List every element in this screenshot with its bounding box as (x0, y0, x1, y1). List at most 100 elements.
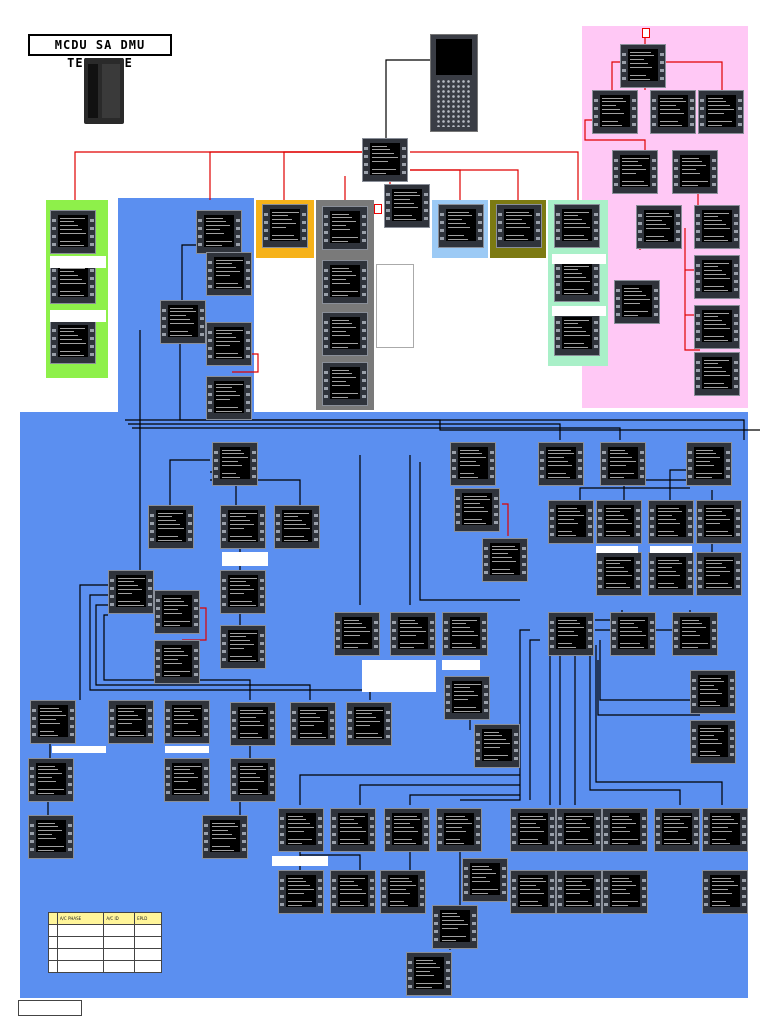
mcdu-screen-thumbnail (346, 702, 392, 746)
mcdu-screen-thumbnail (334, 612, 380, 656)
legend-row (48, 924, 162, 937)
mcdu-screen-thumbnail (686, 442, 732, 486)
mcdu-screen-thumbnail (154, 640, 200, 684)
marker-box (642, 28, 650, 38)
mcdu-screen-thumbnail (436, 808, 482, 852)
mcdu-device-image (430, 34, 478, 132)
mcdu-screen-thumbnail (672, 612, 718, 656)
legend-cell (103, 936, 136, 949)
mcdu-screen-thumbnail (694, 305, 740, 349)
mcdu-screen-thumbnail (482, 538, 528, 582)
legend-cell (56, 948, 105, 961)
marker-box (374, 204, 382, 214)
legend-cell (103, 948, 136, 961)
mcdu-screen-thumbnail (654, 808, 700, 852)
annotation-note (442, 660, 480, 670)
legend-cell (48, 924, 58, 937)
mcdu-screen-thumbnail (230, 702, 276, 746)
annotation-note (552, 306, 606, 316)
mcdu-screen-thumbnail (612, 150, 658, 194)
mcdu-screen-thumbnail (262, 204, 308, 248)
mcdu-screen-thumbnail (322, 260, 368, 304)
mcdu-screen-thumbnail (164, 758, 210, 802)
mcdu-screen-thumbnail (278, 870, 324, 914)
legend-header-cell: A/C PHASE (56, 912, 105, 925)
legend-cell (48, 960, 58, 973)
legend-header-row: A/C PHASE A/C ID EPLD (48, 912, 162, 925)
mcdu-screen-thumbnail (450, 442, 496, 486)
mcdu-screen-thumbnail (444, 676, 490, 720)
mcdu-screen-thumbnail (50, 210, 96, 254)
mcdu-screen-thumbnail (554, 204, 600, 248)
mcdu-screen-thumbnail (384, 184, 430, 228)
mcdu-screen-thumbnail (602, 870, 648, 914)
mcdu-screen-thumbnail (694, 352, 740, 396)
annotation-note (272, 856, 328, 866)
mcdu-screen-thumbnail (384, 808, 430, 852)
mcdu-screen-thumbnail (220, 570, 266, 614)
mcdu-screen-thumbnail (220, 505, 266, 549)
footer-note (18, 1000, 82, 1016)
mcdu-screen-thumbnail (406, 952, 452, 996)
legend-row (48, 960, 162, 973)
mcdu-screen-thumbnail (648, 552, 694, 596)
annotation-note (50, 310, 106, 322)
mcdu-screen-thumbnail (28, 758, 74, 802)
legend-cell (134, 948, 162, 961)
mcdu-screen-thumbnail (206, 376, 252, 420)
mcdu-screen-thumbnail (30, 700, 76, 744)
mcdu-screen-thumbnail (442, 612, 488, 656)
annotation-note (596, 546, 638, 553)
legend-cell (103, 924, 136, 937)
mcdu-screen-thumbnail (438, 204, 484, 248)
mcdu-screen-thumbnail (702, 808, 748, 852)
mcdu-screen-thumbnail (160, 300, 206, 344)
black-connectors (47, 59, 760, 950)
mcdu-screen-thumbnail (202, 815, 248, 859)
dmu-unit-image (84, 58, 124, 124)
mcdu-screen-thumbnail (636, 205, 682, 249)
legend-header-cell: A/C ID (103, 912, 136, 925)
mcdu-screen-thumbnail (510, 870, 556, 914)
mcdu-screen-thumbnail (462, 858, 508, 902)
mcdu-screen-thumbnail (694, 255, 740, 299)
mcdu-screen-thumbnail (322, 312, 368, 356)
mcdu-screen-thumbnail (322, 362, 368, 406)
legend-row (48, 936, 162, 949)
annotation-note (222, 552, 268, 566)
mcdu-screen-thumbnail (610, 612, 656, 656)
mcdu-screen-thumbnail (362, 138, 408, 182)
legend-cell (56, 936, 105, 949)
legend-cell (48, 948, 58, 961)
mcdu-screen-thumbnail (230, 758, 276, 802)
mcdu-screen-thumbnail (602, 808, 648, 852)
mcdu-screen-thumbnail (196, 210, 242, 254)
legend-cell (134, 936, 162, 949)
mcdu-screen-thumbnail (148, 505, 194, 549)
mcdu-screen-thumbnail (206, 252, 252, 296)
mcdu-screen-thumbnail (596, 500, 642, 544)
legend-header-cell (48, 912, 58, 925)
mcdu-screen-thumbnail (454, 488, 500, 532)
mcdu-screen-thumbnail (614, 280, 660, 324)
legend-cell (48, 936, 58, 949)
mcdu-screen-thumbnail (278, 808, 324, 852)
mcdu-screen-thumbnail (554, 312, 600, 356)
annotation-note (50, 256, 106, 268)
mcdu-screen-thumbnail (50, 260, 96, 304)
mcdu-screen-thumbnail (330, 808, 376, 852)
mcdu-screen-thumbnail (702, 870, 748, 914)
mcdu-screen-thumbnail (164, 700, 210, 744)
mcdu-screen-thumbnail (596, 552, 642, 596)
annotation-note (632, 236, 684, 276)
mcdu-screen-thumbnail (380, 870, 426, 914)
annotation-note (52, 746, 106, 753)
mcdu-screen-thumbnail (390, 612, 436, 656)
annotation-note (552, 254, 606, 264)
mcdu-screen-thumbnail (290, 702, 336, 746)
annotation-note (376, 264, 414, 348)
mcdu-screen-thumbnail (690, 670, 736, 714)
mcdu-screen-thumbnail (690, 720, 736, 764)
mcdu-screen-thumbnail (538, 442, 584, 486)
